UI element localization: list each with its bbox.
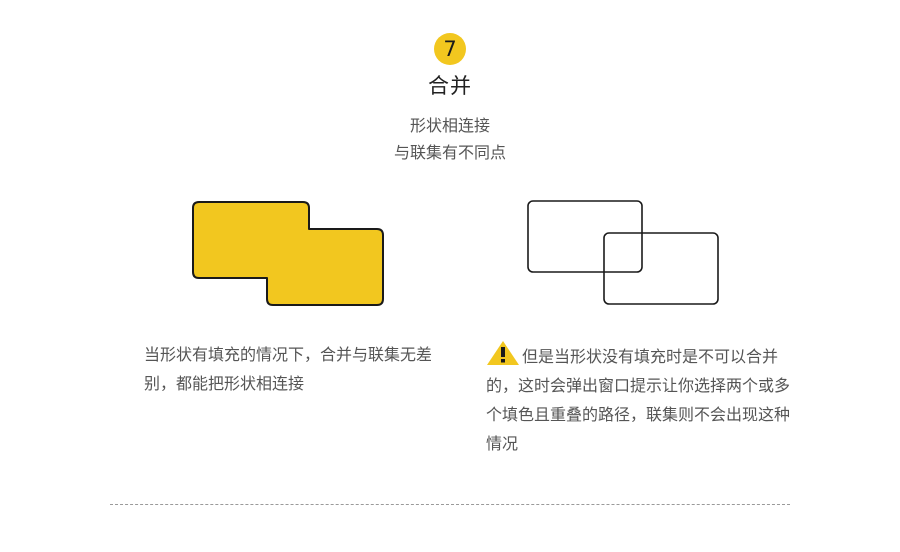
step-subtitle-line2: 与联集有不同点 bbox=[393, 143, 506, 162]
step-title: 合并 bbox=[428, 74, 472, 98]
unfilled-shape-description-block: 但是当形状没有填充时是不可以合并的，这时会弹出窗口提示让你选择两个或多个填色且重… bbox=[486, 340, 796, 458]
unfilled-overlapping-rectangles-illustration bbox=[527, 200, 719, 305]
step-number-badge: 7 bbox=[434, 33, 466, 65]
filled-shape-description: 当形状有填充的情况下，合并与联集无差别，都能把形状相连接 bbox=[144, 345, 433, 393]
unfilled-shape-description: 但是当形状没有填充时是不可以合并的，这时会弹出窗口提示让你选择两个或多个填色且重… bbox=[486, 347, 791, 453]
unfilled-rectangle-back bbox=[527, 200, 643, 273]
merged-filled-shape bbox=[192, 201, 384, 306]
step-subtitle-line1: 形状相连接 bbox=[409, 116, 490, 135]
dashed-divider bbox=[110, 504, 790, 505]
warning-triangle-icon bbox=[487, 341, 519, 365]
unfilled-rectangle-front bbox=[603, 232, 719, 305]
merged-filled-shape-illustration bbox=[192, 201, 384, 306]
